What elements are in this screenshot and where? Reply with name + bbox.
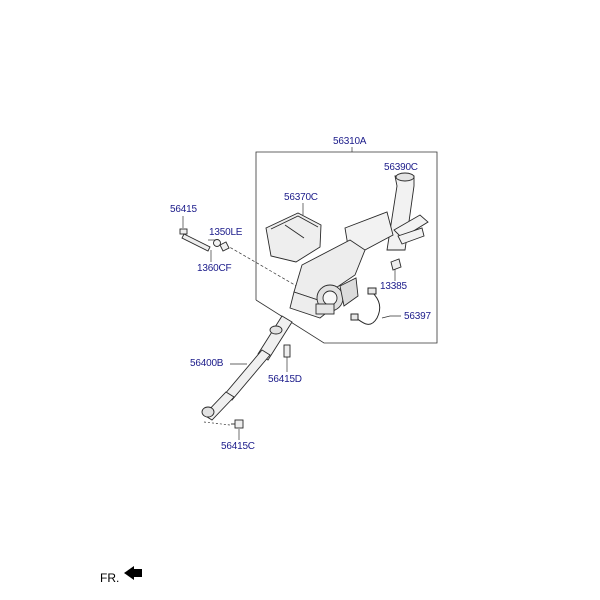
label-1360CF: 1360CF	[197, 263, 232, 274]
assembly-outline	[255, 151, 438, 344]
column-body	[289, 239, 366, 319]
washer-1350LE	[213, 239, 221, 247]
harness-56397	[350, 287, 381, 325]
cover-56370C	[265, 212, 322, 263]
front-direction-label: FR.	[100, 571, 120, 585]
nut-1360CF	[219, 241, 230, 252]
label-56370C: 56370C	[284, 192, 318, 203]
bolt-56415C	[231, 419, 244, 429]
front-arrow-icon	[124, 566, 142, 580]
label-56390C: 56390C	[384, 162, 418, 173]
label-56400B: 56400B	[190, 358, 224, 369]
bolt-56415	[179, 228, 211, 252]
clip-13385	[390, 258, 402, 271]
label-56415: 56415	[170, 204, 197, 215]
label-56415C: 56415C	[221, 441, 255, 452]
shaft-56400B	[201, 315, 293, 421]
label-1350LE: 1350LE	[209, 227, 243, 238]
label-13385: 13385	[380, 281, 407, 292]
label-56415D: 56415D	[268, 374, 302, 385]
label-56310A: 56310A	[333, 136, 367, 147]
bolt-56415D	[283, 344, 291, 358]
label-56397: 56397	[404, 311, 431, 322]
